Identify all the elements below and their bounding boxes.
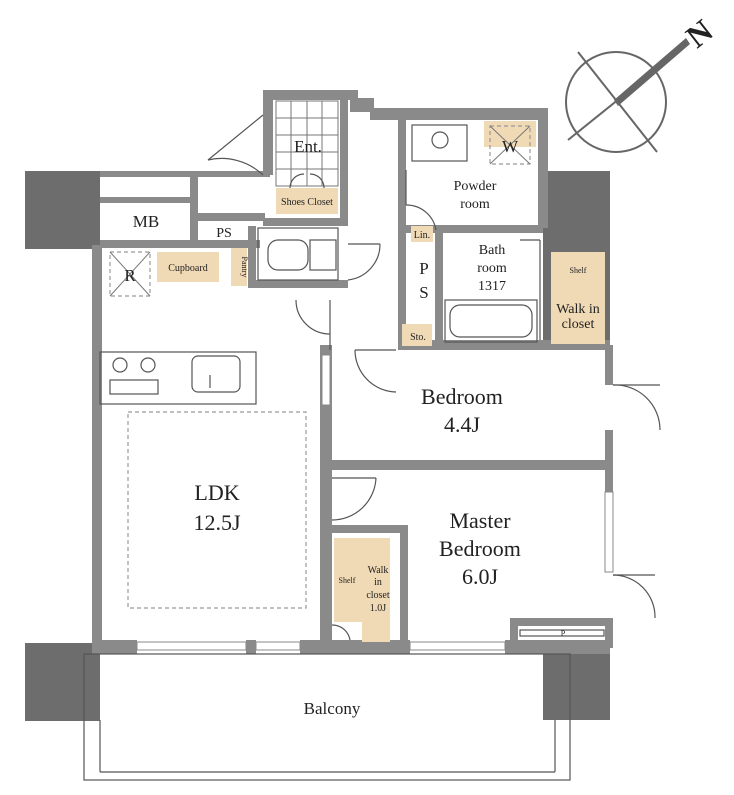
wic-left-label-1: Walk xyxy=(368,565,389,576)
w-label: W xyxy=(502,137,519,156)
lin-label: Lin. xyxy=(414,230,430,241)
ps-mid-label-1: P xyxy=(419,259,428,278)
mb-label: MB xyxy=(133,212,159,231)
wic-left-label-4: 1.0J xyxy=(370,603,387,614)
bath-label-1: Bath xyxy=(479,243,505,258)
ldk-label-2: 12.5J xyxy=(193,510,241,535)
ps-top-label: PS xyxy=(216,226,232,241)
powder-label-1: Powder xyxy=(454,179,497,194)
shelf-left-label: Shelf xyxy=(339,576,356,585)
room-labels: Ent. Shoes Closet MB PS R Cupboard Pantr… xyxy=(124,137,599,718)
pantry-label: Pantry xyxy=(240,257,249,278)
entrance-tiles xyxy=(275,100,339,187)
bedroom-label-2: 4.4J xyxy=(444,412,481,437)
bath-label-2: room xyxy=(477,261,507,276)
cupboard-label: Cupboard xyxy=(168,263,207,274)
balcony-label: Balcony xyxy=(304,699,361,718)
sto-label: Sto. xyxy=(410,332,426,343)
walls xyxy=(25,90,613,721)
master-label-3: 6.0J xyxy=(462,564,499,589)
ent-label: Ent. xyxy=(294,137,322,156)
r-label: R xyxy=(124,266,136,285)
master-label-1: Master xyxy=(449,508,511,533)
wic-right-label-2: closet xyxy=(562,317,595,332)
p-small-label: P xyxy=(561,629,566,638)
north-label: N xyxy=(679,12,719,55)
compass: N xyxy=(565,12,719,153)
bath-label-3: 1317 xyxy=(478,279,506,294)
ldk-label-1: LDK xyxy=(194,480,239,505)
wic-left-label-3: closet xyxy=(366,590,390,601)
powder-label-2: room xyxy=(460,197,490,212)
bedroom-label-1: Bedroom xyxy=(421,384,503,409)
storage-fills xyxy=(157,121,605,642)
shoes-closet-label: Shoes Closet xyxy=(281,197,333,208)
master-label-2: Bedroom xyxy=(439,536,521,561)
shelf-right-label: Shelf xyxy=(570,266,587,275)
wic-left-label-2: in xyxy=(374,577,382,588)
fixtures xyxy=(83,100,661,781)
wic-right-label-1: Walk in xyxy=(556,302,600,317)
ps-mid-label-2: S xyxy=(419,283,428,302)
